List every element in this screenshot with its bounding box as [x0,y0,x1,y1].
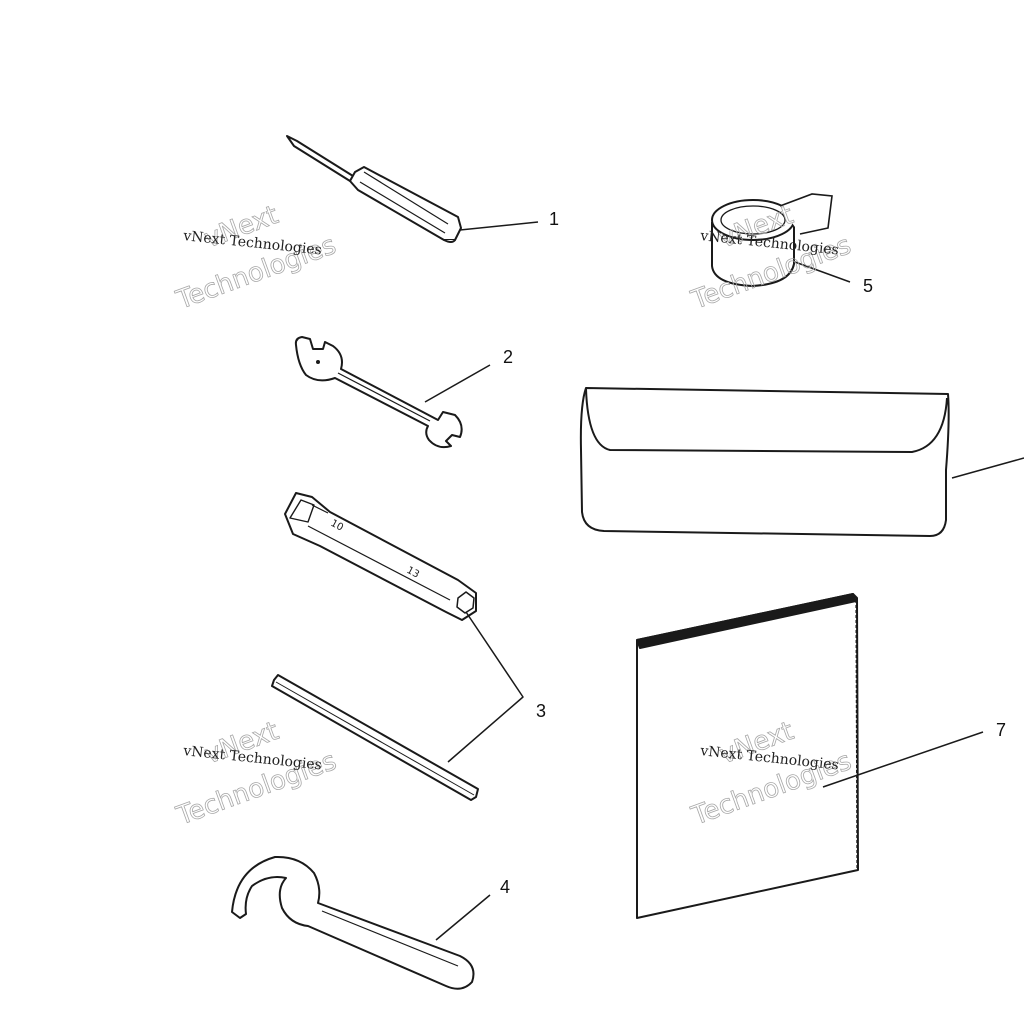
callout-3: 3 [536,701,546,721]
owners-manual-icon [636,593,984,919]
screwdriver-icon [286,135,539,243]
spanner-hook-wrench-icon [231,855,491,990]
svg-text:10: 10 [329,518,345,534]
open-end-wrench-icon [294,336,491,449]
tube-socket-wrench-and-rod-icon: 10 13 [271,492,524,801]
svg-text:13: 13 [405,565,421,581]
tape-roll-icon [711,193,851,288]
callout-5: 5 [863,276,873,296]
tool-pouch-icon [579,387,1024,537]
callout-2: 2 [503,347,513,367]
callout-7: 7 [996,720,1006,740]
callout-4: 4 [500,877,510,897]
callout-1: 1 [549,209,559,229]
